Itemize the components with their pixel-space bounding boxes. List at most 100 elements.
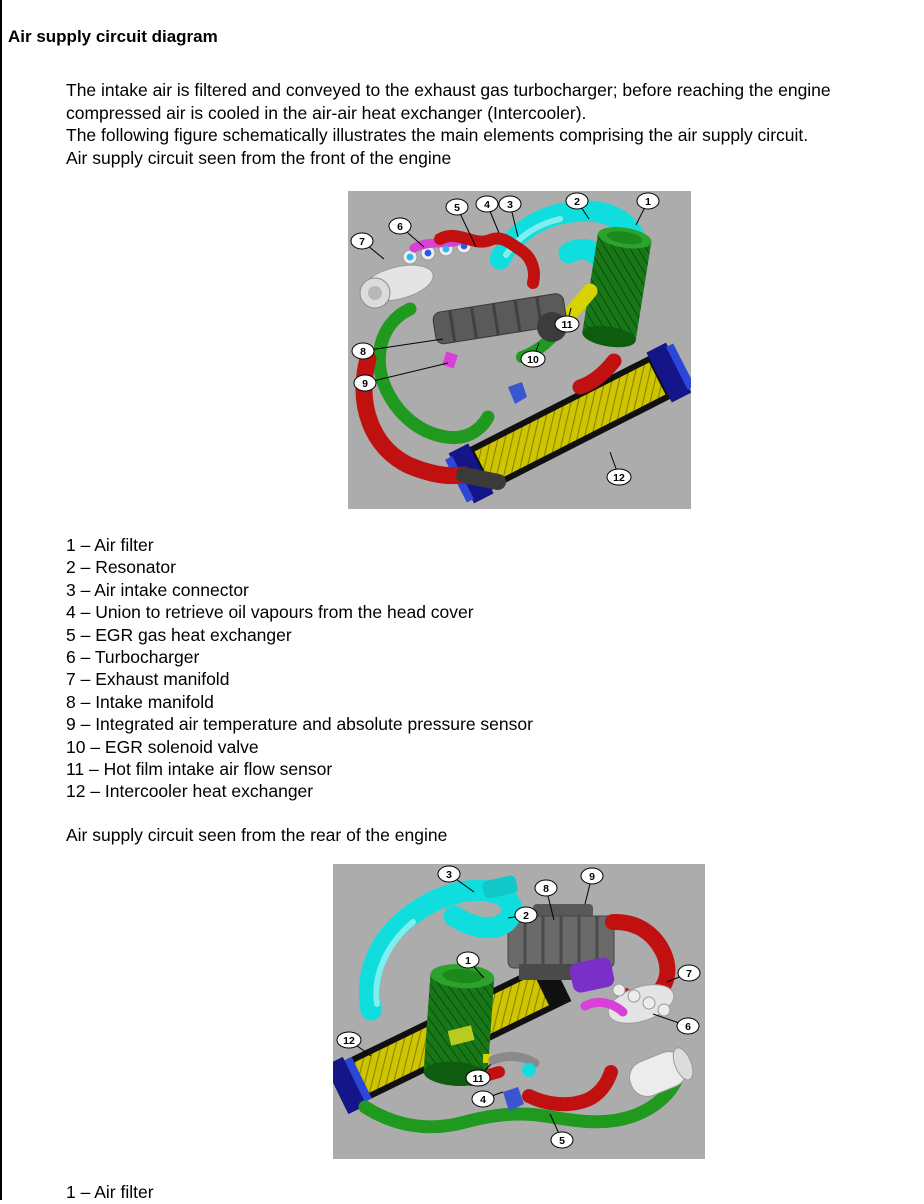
connector-dot (442, 245, 450, 253)
exhaust-manifold-part (607, 983, 675, 1025)
callout-1: 1 (456, 951, 480, 969)
svg-text:8: 8 (543, 883, 549, 895)
callout-1: 1 (636, 192, 660, 210)
caption-rear: Air supply circuit seen from the rear of… (66, 824, 448, 845)
intake-connector-part (482, 875, 518, 899)
legend-item: 3 – Air intake connector (66, 579, 249, 600)
callouts-rear: 1 2 3 4 5 6 7 8 9 11 12 (336, 865, 701, 1149)
svg-text:8: 8 (360, 346, 366, 358)
callout-2: 2 (565, 192, 589, 210)
svg-text:7: 7 (359, 236, 365, 248)
legend-item: 4 – Union to retrieve oil vapours from t… (66, 602, 474, 623)
intake-duct-highlight (503, 216, 563, 258)
callout-6: 6 (676, 1017, 700, 1035)
green-pipe-part (372, 302, 495, 445)
callout-12: 12 (336, 1031, 362, 1049)
air-filter-part (582, 227, 652, 348)
dark-hose-part (456, 467, 506, 490)
svg-text:12: 12 (613, 472, 625, 484)
figure-front-image: 1 2 3 4 5 6 7 8 9 10 11 12 (348, 191, 695, 509)
legend-front: 1 – Air filter 2 – Resonator 3 – Air int… (66, 534, 924, 803)
callout-11: 11 (554, 315, 580, 333)
callout-9: 9 (580, 867, 604, 885)
svg-text:12: 12 (343, 1035, 355, 1047)
legend-item: 5 – EGR gas heat exchanger (66, 624, 292, 645)
callout-5: 5 (550, 1131, 574, 1149)
callout-7: 7 (350, 232, 374, 250)
svg-text:9: 9 (362, 378, 368, 390)
intro-line-2: compressed air is cooled in the air-air … (66, 102, 587, 123)
legend-item: 1 – Air filter (66, 535, 154, 555)
callout-5: 5 (445, 198, 469, 216)
legend-rear: 1 – Air filter (66, 1181, 924, 1204)
connector-dot (406, 253, 414, 261)
callouts-front: 1 2 3 4 5 6 7 8 9 10 11 12 (350, 192, 660, 486)
red-pipe-part (355, 350, 473, 485)
svg-text:11: 11 (561, 319, 572, 331)
figure-rear-image: 1 2 3 4 5 6 7 8 9 11 12 (324, 864, 705, 1160)
page-title: Air supply circuit diagram (8, 27, 218, 46)
intro-line-1: The intake air is filtered and conveyed … (66, 80, 831, 100)
callout-11: 11 (465, 1069, 491, 1087)
callout-4: 4 (471, 1090, 495, 1108)
gray-link-part (488, 1052, 540, 1068)
callout-3: 3 (437, 865, 461, 883)
legend-item: 2 – Resonator (66, 557, 176, 578)
green-pipe-part (358, 1069, 685, 1134)
red-elbow-part (572, 353, 622, 395)
purple-valve-part (569, 957, 615, 993)
callout-12: 12 (606, 468, 632, 486)
svg-text:3: 3 (446, 869, 452, 881)
svg-text:10: 10 (527, 354, 539, 366)
intro-line-3: The following figure schematically illus… (66, 125, 809, 145)
legend-item: 11 – Hot film intake air flow sensor (66, 759, 333, 780)
legend-item: 1 – Air filter (66, 1182, 154, 1203)
bracket-part (503, 1087, 524, 1112)
legend-item: 8 – Intake manifold (66, 691, 214, 712)
intake-manifold-part (432, 293, 567, 345)
red-pipe-part (522, 1065, 618, 1112)
svg-text:5: 5 (454, 202, 460, 214)
callout-3: 3 (498, 195, 522, 213)
intro-paragraph: The intake air is filtered and conveyed … (66, 79, 924, 169)
callout-6: 6 (388, 217, 412, 235)
egr-cooler-part (580, 998, 628, 1017)
temp-pressure-sensor-part (442, 351, 458, 369)
callout-4: 4 (475, 195, 499, 213)
callout-10: 10 (520, 350, 546, 368)
legend-item: 7 – Exhaust manifold (66, 669, 230, 690)
figure-rear: 1 2 3 4 5 6 7 8 9 11 12 (324, 864, 924, 1160)
connector-dot (424, 249, 432, 257)
red-upper-pipe-part (434, 229, 540, 289)
caption-front: Air supply circuit seen from the front o… (66, 147, 452, 168)
svg-text:2: 2 (574, 196, 580, 208)
svg-text:7: 7 (686, 968, 692, 980)
yellow-fitting-part (483, 1054, 492, 1064)
svg-text:1: 1 (645, 196, 651, 208)
svg-text:6: 6 (397, 221, 403, 233)
svg-text:11: 11 (472, 1073, 483, 1085)
callout-2: 2 (514, 906, 538, 924)
svg-text:2: 2 (523, 910, 529, 922)
svg-text:4: 4 (484, 199, 490, 211)
legend-item: 10 – EGR solenoid valve (66, 736, 259, 757)
callout-8: 8 (534, 879, 558, 897)
svg-text:6: 6 (685, 1021, 691, 1033)
legend-item: 6 – Turbocharger (66, 647, 200, 668)
svg-text:9: 9 (589, 871, 595, 883)
air-filter-part (423, 964, 495, 1087)
legend-item: 12 – Intercooler heat exchanger (66, 781, 314, 802)
svg-text:4: 4 (480, 1094, 486, 1106)
callout-7: 7 (677, 964, 701, 982)
canister-part (628, 1047, 694, 1098)
legend-item: 9 – Integrated air temperature and absol… (66, 714, 533, 735)
svg-text:1: 1 (465, 955, 471, 967)
callout-9: 9 (353, 374, 377, 392)
svg-text:3: 3 (507, 199, 513, 211)
figure-front: 1 2 3 4 5 6 7 8 9 10 11 12 (348, 191, 924, 509)
sensor-housing-part (447, 1025, 475, 1047)
cyan-connector-part (522, 1063, 536, 1078)
bracket-part (508, 382, 527, 404)
svg-text:5: 5 (559, 1135, 565, 1147)
